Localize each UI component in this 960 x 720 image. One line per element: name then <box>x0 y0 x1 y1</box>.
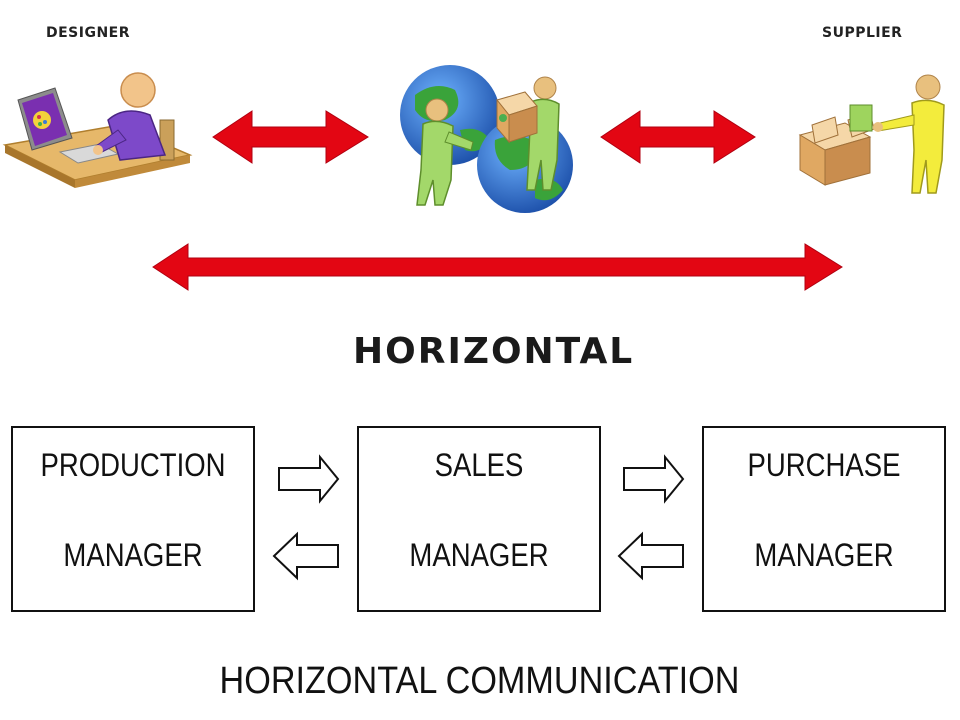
supplier-with-boxes-icon <box>798 74 945 194</box>
horizontal-heading: HORIZONTAL <box>353 331 635 372</box>
purchase-manager-box: PURCHASE MANAGER <box>702 426 946 612</box>
double-arrow-designer-globe <box>212 110 369 164</box>
double-arrow-globe-supplier <box>600 110 756 164</box>
left-arrow-purchase-to-sales <box>617 531 684 581</box>
box-line-2: MANAGER <box>409 537 549 573</box>
footer-title: HORIZONTAL COMMUNICATION <box>219 660 740 702</box>
double-arrow-designer-supplier <box>152 243 843 291</box>
box-line-2: MANAGER <box>63 537 203 573</box>
globe-with-trading-people-icon <box>400 65 573 213</box>
box-line-1: PURCHASE <box>747 447 901 483</box>
sales-manager-box: SALES MANAGER <box>357 426 601 612</box>
designer-at-computer-icon <box>2 72 193 188</box>
box-line-2: MANAGER <box>754 537 894 573</box>
box-line-1: SALES <box>434 447 524 483</box>
designer-label: DESIGNER <box>46 25 131 41</box>
left-arrow-sales-to-production <box>272 531 339 581</box>
production-manager-box: PRODUCTION MANAGER <box>11 426 255 612</box>
right-arrow-production-to-sales <box>278 454 340 504</box>
supplier-label: SUPPLIER <box>822 25 903 41</box>
right-arrow-sales-to-purchase <box>623 454 685 504</box>
box-line-1: PRODUCTION <box>40 447 226 483</box>
